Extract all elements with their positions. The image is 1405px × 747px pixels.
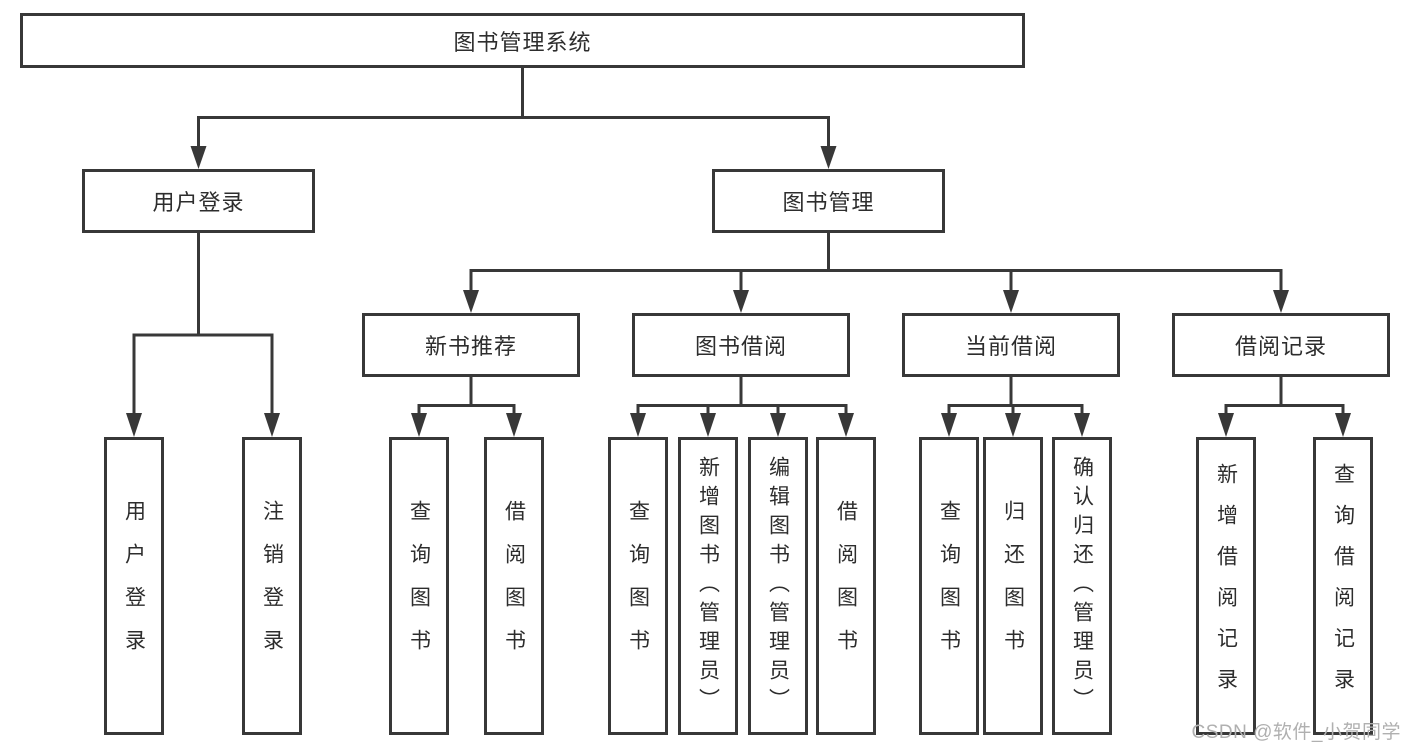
leaf-query-borrow-record: 查询借阅记录 xyxy=(1313,437,1373,735)
connector-current-to-leaves xyxy=(947,375,1084,416)
leaf-edit-books-admin: 编辑图书（管理员） xyxy=(748,437,808,735)
leaf-query-books-current: 查询图书 xyxy=(919,437,979,735)
connector-records-to-leaves xyxy=(1224,375,1345,416)
node-book-management: 图书管理 xyxy=(712,169,945,233)
node-label: 确认归还（管理员） xyxy=(1070,455,1094,717)
connector-borrowing-to-leaves xyxy=(636,375,848,416)
node-system-root: 图书管理系统 xyxy=(20,13,1025,68)
leaf-query-books-recommend: 查询图书 xyxy=(389,437,449,735)
connector-userlogin-to-leaves xyxy=(132,231,274,415)
node-label: 新增图书（管理员） xyxy=(696,455,720,717)
leaf-query-books-borrowing: 查询图书 xyxy=(608,437,668,735)
leaf-add-books-admin: 新增图书（管理员） xyxy=(678,437,738,735)
node-book-borrowing: 图书借阅 xyxy=(632,313,850,377)
node-user-login: 用户登录 xyxy=(82,169,315,233)
node-label: 借阅记录 xyxy=(1234,334,1327,359)
node-label: 图书借阅 xyxy=(694,334,787,359)
connector-bookmgmt-to-modules xyxy=(469,231,1283,292)
node-label: 查询图书 xyxy=(937,500,961,672)
node-label: 注销登录 xyxy=(260,500,284,672)
node-borrowing-records: 借阅记录 xyxy=(1172,313,1390,377)
node-label: 当前借阅 xyxy=(964,334,1057,359)
leaf-return-books: 归还图书 xyxy=(983,437,1043,735)
node-label: 编辑图书（管理员） xyxy=(766,455,790,717)
csdn-watermark: CSDN @软件_小贺同学 xyxy=(1191,722,1401,743)
node-label: 查询图书 xyxy=(626,500,650,672)
arrowheads xyxy=(126,146,1351,437)
node-label: 归还图书 xyxy=(1001,500,1025,672)
leaf-add-borrow-record: 新增借阅记录 xyxy=(1196,437,1256,735)
node-current-borrowing: 当前借阅 xyxy=(902,313,1120,377)
node-label: 用户登录 xyxy=(152,190,245,215)
node-label: 图书管理 xyxy=(782,190,875,215)
node-label: 图书管理系统 xyxy=(453,29,592,55)
node-label: 借阅图书 xyxy=(834,500,858,672)
node-label: 借阅图书 xyxy=(502,500,526,672)
leaf-user-login: 用户登录 xyxy=(104,437,164,735)
node-label: 新增借阅记录 xyxy=(1214,463,1238,709)
connector-root-to-branches xyxy=(197,66,830,148)
leaf-borrow-books: 借阅图书 xyxy=(816,437,876,735)
node-label: 新书推荐 xyxy=(424,334,517,359)
node-label: 用户登录 xyxy=(122,500,146,672)
node-new-book-recommend: 新书推荐 xyxy=(362,313,580,377)
leaf-logout: 注销登录 xyxy=(242,437,302,735)
node-label: 查询图书 xyxy=(407,500,431,672)
leaf-borrow-books-recommend: 借阅图书 xyxy=(484,437,544,735)
node-label: 查询借阅记录 xyxy=(1331,463,1355,709)
connector-newbooks-to-leaves xyxy=(417,375,516,416)
leaf-confirm-return-admin: 确认归还（管理员） xyxy=(1052,437,1112,735)
